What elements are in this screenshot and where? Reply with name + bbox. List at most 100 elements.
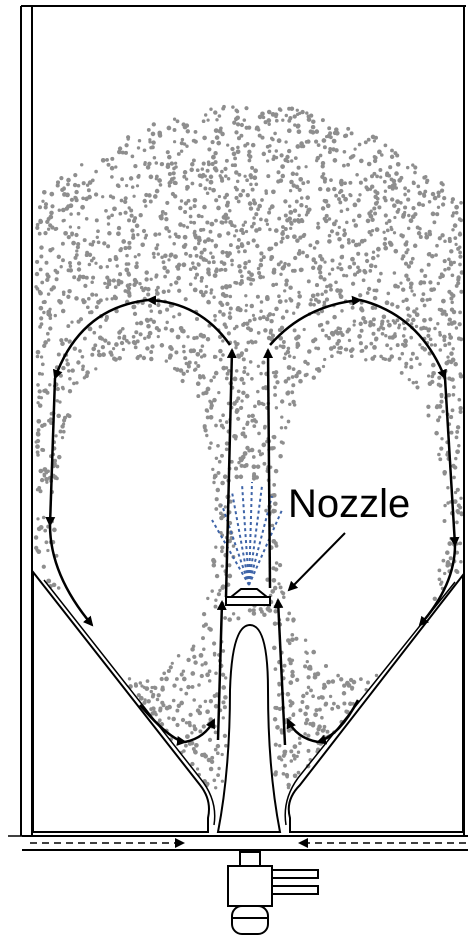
particle xyxy=(296,218,299,221)
particle xyxy=(299,203,303,207)
particle xyxy=(158,718,162,722)
particle xyxy=(46,470,49,473)
particle xyxy=(168,184,171,187)
particle xyxy=(221,413,225,417)
particle xyxy=(291,172,296,177)
particle xyxy=(43,300,47,304)
particle xyxy=(54,314,57,317)
particle xyxy=(40,478,44,482)
particle xyxy=(332,187,336,191)
particle xyxy=(124,267,129,272)
particle xyxy=(189,168,194,173)
particle xyxy=(193,288,198,293)
particle xyxy=(277,294,281,298)
particle xyxy=(139,213,143,217)
particle xyxy=(395,305,399,309)
particle xyxy=(437,376,441,380)
particle xyxy=(118,212,122,216)
particle xyxy=(372,332,376,336)
particle xyxy=(443,572,446,575)
particle xyxy=(47,228,50,231)
particle xyxy=(400,371,404,375)
particle xyxy=(205,285,208,288)
particle xyxy=(35,548,38,551)
particle xyxy=(300,700,304,704)
particle xyxy=(223,167,227,171)
particle xyxy=(104,318,108,322)
particle xyxy=(456,278,460,282)
particle xyxy=(38,469,43,474)
particle xyxy=(274,541,278,545)
particle xyxy=(348,181,352,185)
particle xyxy=(379,175,382,178)
particle xyxy=(397,178,402,183)
particle xyxy=(190,671,195,676)
particle xyxy=(447,342,451,346)
particle xyxy=(323,725,327,729)
particle xyxy=(61,386,65,390)
pump-body xyxy=(228,866,272,906)
particle xyxy=(450,431,454,435)
pump-pipe-bottom xyxy=(272,886,318,894)
particle xyxy=(409,358,413,362)
particle xyxy=(68,339,72,343)
particle xyxy=(248,159,252,163)
particle xyxy=(293,256,297,260)
particle xyxy=(186,370,189,373)
particle xyxy=(441,312,445,316)
particle xyxy=(268,608,272,612)
particle xyxy=(449,537,452,540)
particle xyxy=(167,258,170,261)
particle xyxy=(453,223,458,228)
particle xyxy=(365,259,369,263)
particle xyxy=(183,142,186,145)
particle xyxy=(213,356,216,359)
particle xyxy=(459,410,463,414)
particle xyxy=(130,228,134,232)
particle xyxy=(333,158,338,163)
particle xyxy=(162,266,167,271)
particle xyxy=(42,344,46,348)
particle xyxy=(424,175,428,179)
particle xyxy=(387,174,391,178)
particle xyxy=(268,207,271,210)
particle xyxy=(296,305,300,309)
particle xyxy=(277,262,281,266)
particle xyxy=(259,251,263,255)
particle xyxy=(304,638,307,641)
particle xyxy=(262,403,266,407)
particle xyxy=(288,210,293,215)
particle xyxy=(257,432,261,436)
particle xyxy=(293,218,297,222)
particle xyxy=(157,252,160,255)
particle xyxy=(38,372,42,376)
particle xyxy=(47,217,51,221)
particle xyxy=(256,390,260,394)
particle xyxy=(458,263,462,267)
particle xyxy=(266,118,271,123)
particle xyxy=(451,347,454,350)
particle xyxy=(197,214,201,218)
particle xyxy=(97,353,101,357)
particle xyxy=(219,419,222,422)
particle xyxy=(220,454,224,458)
particle xyxy=(459,560,463,564)
particle xyxy=(80,163,83,166)
particle xyxy=(54,269,58,273)
particle xyxy=(249,272,254,277)
particle xyxy=(367,138,371,142)
particle xyxy=(280,426,283,429)
particle xyxy=(139,681,142,684)
particle xyxy=(234,437,237,440)
particle xyxy=(288,403,291,406)
particle xyxy=(115,264,118,267)
particle xyxy=(218,310,222,314)
particle xyxy=(387,323,392,328)
particle xyxy=(426,405,430,409)
particle xyxy=(403,327,407,331)
particle xyxy=(207,147,211,151)
particle xyxy=(179,701,184,706)
particle xyxy=(246,326,250,330)
particle xyxy=(244,348,248,352)
particle xyxy=(63,231,68,236)
